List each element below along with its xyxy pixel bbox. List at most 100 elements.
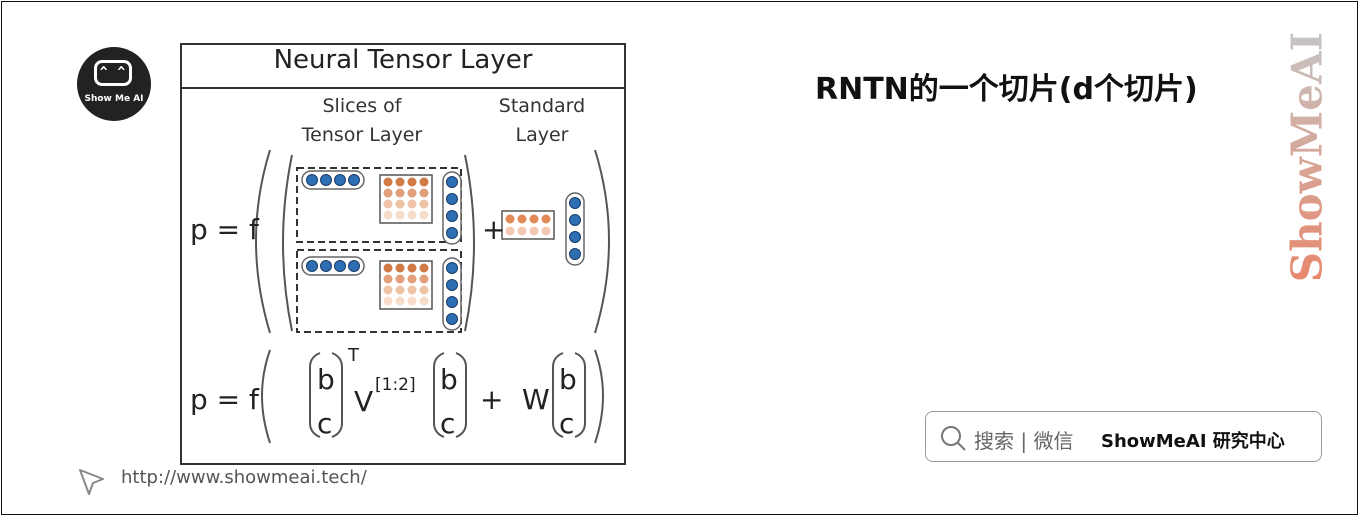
standard-weight-cell bbox=[541, 226, 551, 236]
search-name: ShowMeAI 研究中心 bbox=[1101, 431, 1285, 452]
lower-paren-right bbox=[594, 349, 604, 444]
slice1-tensor-matrix-cell bbox=[383, 188, 393, 198]
slice2-output-vector bbox=[442, 257, 462, 331]
standard-weight-cell bbox=[505, 214, 515, 224]
standard-weight-cell bbox=[517, 214, 527, 224]
slice2-tensor-matrix-cell bbox=[383, 296, 393, 306]
standard-label-line1: Standard bbox=[498, 95, 586, 117]
slide-title: RNTN的一个切片(d个切片) bbox=[815, 72, 1198, 107]
slice2-tensor-matrix-cell bbox=[383, 274, 393, 284]
eq1-lhs: p = f bbox=[190, 213, 259, 246]
outer-paren-left bbox=[255, 149, 271, 334]
outer-paren-right bbox=[594, 149, 610, 334]
standard-output-vector bbox=[565, 192, 585, 266]
slice2-tensor-matrix-cell bbox=[419, 296, 429, 306]
slice1-input-vector-node bbox=[306, 174, 318, 186]
rntn-diagram: Neural Tensor Layer Slices of Tensor Lay… bbox=[180, 43, 626, 465]
bracket-bc1-right bbox=[331, 352, 343, 438]
slice1-tensor-matrix-cell bbox=[407, 188, 417, 198]
slice2-input-vector-node bbox=[320, 260, 332, 272]
slice1-output-vector bbox=[442, 171, 462, 245]
eq2-b2: b bbox=[440, 363, 458, 396]
slice2-tensor-matrix-cell bbox=[407, 263, 417, 273]
slice2-tensor-matrix-cell bbox=[419, 263, 429, 273]
bracket-bc3-left bbox=[552, 352, 564, 438]
diagram-title: Neural Tensor Layer bbox=[182, 45, 624, 89]
brand-vertical-text: ShowMeAI bbox=[1282, 31, 1332, 283]
logo-text: Show Me AI bbox=[84, 94, 144, 104]
slice2-tensor-matrix-cell bbox=[407, 296, 417, 306]
slice1-tensor-matrix-cell bbox=[395, 188, 405, 198]
slice2-tensor-matrix-cell bbox=[395, 263, 405, 273]
slice1-output-vector-node bbox=[446, 193, 458, 205]
standard-output-vector-node bbox=[569, 231, 581, 243]
standard-output-vector-node bbox=[569, 248, 581, 260]
inner-paren-left bbox=[282, 154, 293, 332]
eq2-lhs: p = f bbox=[190, 383, 259, 416]
slice1-tensor-matrix-cell bbox=[419, 210, 429, 220]
slice2-tensor-matrix-cell bbox=[383, 263, 393, 273]
standard-output-vector-node bbox=[569, 214, 581, 226]
website-link[interactable]: http://www.showmeai.tech/ bbox=[121, 467, 367, 488]
inner-paren-right bbox=[464, 154, 475, 332]
eq2-v: V bbox=[354, 385, 374, 418]
slice2-tensor-matrix-cell bbox=[395, 285, 405, 295]
slice2-tensor-matrix-cell bbox=[407, 274, 417, 284]
showmeai-vertical-brand: ShowMeAI bbox=[1283, 32, 1332, 282]
slice2-input-vector-node bbox=[348, 260, 360, 272]
slice2-output-vector-node bbox=[446, 279, 458, 291]
slice1-tensor-matrix-cell bbox=[383, 210, 393, 220]
eq2-c2: c bbox=[440, 407, 456, 440]
slice1-tensor-matrix-cell bbox=[383, 177, 393, 187]
diagram-drawing bbox=[255, 149, 610, 444]
standard-weight-cell bbox=[517, 226, 527, 236]
standard-weight-cell bbox=[505, 226, 515, 236]
eq2-plus: + bbox=[480, 383, 504, 416]
slice1-tensor-matrix-cell bbox=[395, 177, 405, 187]
eq2-c1: c bbox=[317, 407, 333, 440]
slice1-tensor-matrix-cell bbox=[395, 199, 405, 209]
standard-weight-cell bbox=[541, 214, 551, 224]
slice2-tensor-matrix-cell bbox=[395, 274, 405, 284]
slice1-tensor-matrix-cell bbox=[419, 199, 429, 209]
standard-label-line2: Layer bbox=[515, 124, 569, 146]
slice2-output-vector-node bbox=[446, 262, 458, 274]
standard-label: Standard Layer bbox=[480, 92, 604, 150]
slice1-input-vector-node bbox=[334, 174, 346, 186]
slice1-tensor-matrix-cell bbox=[407, 177, 417, 187]
wechat-search-box[interactable]: 搜索 | 微信 ShowMeAI 研究中心 bbox=[925, 411, 1322, 462]
slice2-input-vector-node bbox=[334, 260, 346, 272]
bracket-bc2-left bbox=[433, 352, 445, 438]
bracket-bc2-right bbox=[455, 352, 467, 438]
slice2-tensor-matrix-cell bbox=[419, 285, 429, 295]
showmeai-logo: ^ ^ Show Me AI bbox=[77, 47, 151, 121]
slice1-tensor-matrix-cell bbox=[419, 188, 429, 198]
slice2-tensor-matrix-cell bbox=[407, 285, 417, 295]
slice1-tensor-matrix-cell bbox=[407, 210, 417, 220]
eq2-w: W bbox=[522, 383, 550, 416]
eq1-plus: + bbox=[482, 213, 506, 246]
standard-weight-cell bbox=[529, 214, 539, 224]
slices-label: Slices of Tensor Layer bbox=[282, 92, 442, 150]
eq2-c3: c bbox=[559, 407, 575, 440]
slice1-tensor-matrix-cell bbox=[407, 199, 417, 209]
slice1-tensor-matrix-cell bbox=[383, 199, 393, 209]
cursor-link-icon bbox=[79, 469, 104, 495]
eq2-b1: b bbox=[317, 363, 335, 396]
slice1-input-vector-node bbox=[320, 174, 332, 186]
slice2-tensor-matrix-cell bbox=[395, 296, 405, 306]
slice1-output-vector-node bbox=[446, 210, 458, 222]
bracket-bc3-right bbox=[574, 352, 586, 438]
slice1-tensor-matrix-cell bbox=[395, 210, 405, 220]
slice1-output-vector-node bbox=[446, 227, 458, 239]
slice2-input-vector bbox=[301, 256, 365, 276]
robot-eyes: ^ ^ bbox=[99, 65, 127, 80]
robot-face-icon: ^ ^ bbox=[94, 60, 132, 86]
slice2-input-vector-node bbox=[306, 260, 318, 272]
search-icon bbox=[941, 426, 966, 451]
slice1-tensor-matrix-cell bbox=[419, 177, 429, 187]
lower-paren-left bbox=[261, 349, 271, 444]
eq2-b3: b bbox=[559, 363, 577, 396]
diagram-cells bbox=[301, 170, 585, 331]
slice2-output-vector-node bbox=[446, 313, 458, 325]
